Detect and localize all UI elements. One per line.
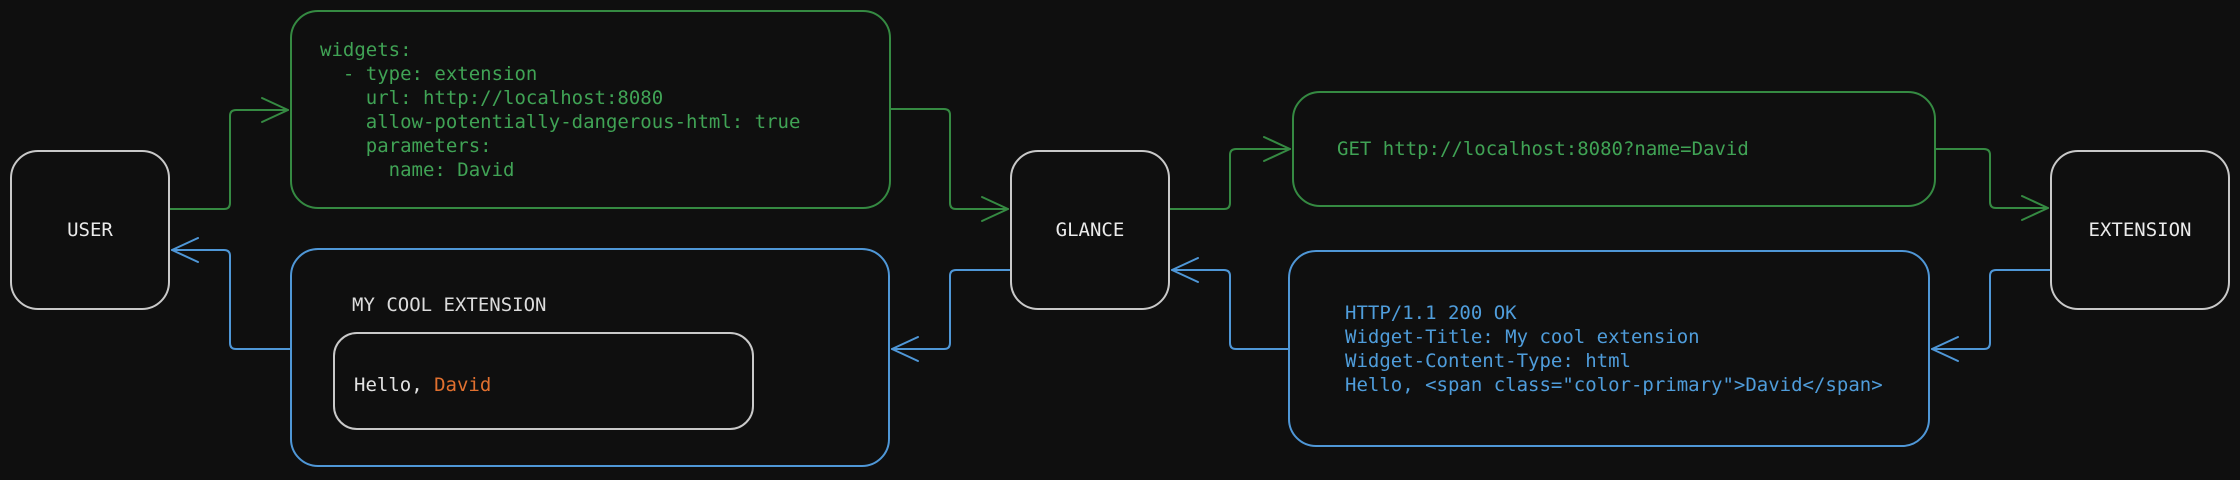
widget-content-frame: Hello, David bbox=[333, 332, 754, 430]
yaml-line: widgets: bbox=[320, 38, 412, 61]
arrow-config-to-glance bbox=[890, 108, 1009, 222]
http-response-box: HTTP/1.1 200 OK Widget-Title: My cool ex… bbox=[1288, 250, 1930, 447]
greeting-prefix: Hello, bbox=[354, 374, 435, 396]
arrow-request-to-extension bbox=[1935, 148, 2049, 221]
response-line: Hello, <span class="color-primary">David… bbox=[1345, 373, 1883, 396]
http-request-box: GET http://localhost:8080?name=David bbox=[1292, 91, 1936, 207]
yaml-line: allow-potentially-dangerous-html: true bbox=[320, 110, 801, 133]
response-line: Widget-Content-Type: html bbox=[1345, 349, 1631, 372]
arrow-extension-to-response bbox=[1931, 269, 2051, 362]
arrow-glance-to-widget bbox=[891, 269, 1011, 362]
http-request-line: GET http://localhost:8080?name=David bbox=[1337, 138, 1749, 160]
extension-node-label: EXTENSION bbox=[2088, 219, 2192, 241]
glance-node: GLANCE bbox=[1010, 150, 1170, 310]
yaml-line: parameters: bbox=[320, 134, 492, 157]
user-node-label: USER bbox=[67, 219, 113, 241]
config-yaml-box: widgets: - type: extension url: http://l… bbox=[290, 10, 891, 209]
arrow-glance-to-request bbox=[1169, 136, 1291, 210]
arrow-widget-to-user bbox=[171, 237, 291, 350]
response-line: HTTP/1.1 200 OK bbox=[1345, 301, 1517, 324]
response-line: Widget-Title: My cool extension bbox=[1345, 325, 1700, 348]
arrow-user-to-config bbox=[169, 97, 289, 210]
widget-title: MY COOL EXTENSION bbox=[352, 294, 547, 316]
extension-node: EXTENSION bbox=[2050, 150, 2230, 310]
rendered-widget-box: MY COOL EXTENSION Hello, David bbox=[290, 248, 890, 467]
widget-greeting: Hello, David bbox=[354, 373, 491, 397]
greeting-name: David bbox=[434, 374, 492, 396]
yaml-line: url: http://localhost:8080 bbox=[320, 86, 664, 109]
glance-node-label: GLANCE bbox=[1055, 219, 1125, 241]
yaml-line: - type: extension bbox=[320, 62, 538, 85]
arrow-response-to-glance bbox=[1171, 257, 1289, 350]
yaml-line: name: David bbox=[320, 158, 515, 181]
user-node: USER bbox=[10, 150, 170, 310]
